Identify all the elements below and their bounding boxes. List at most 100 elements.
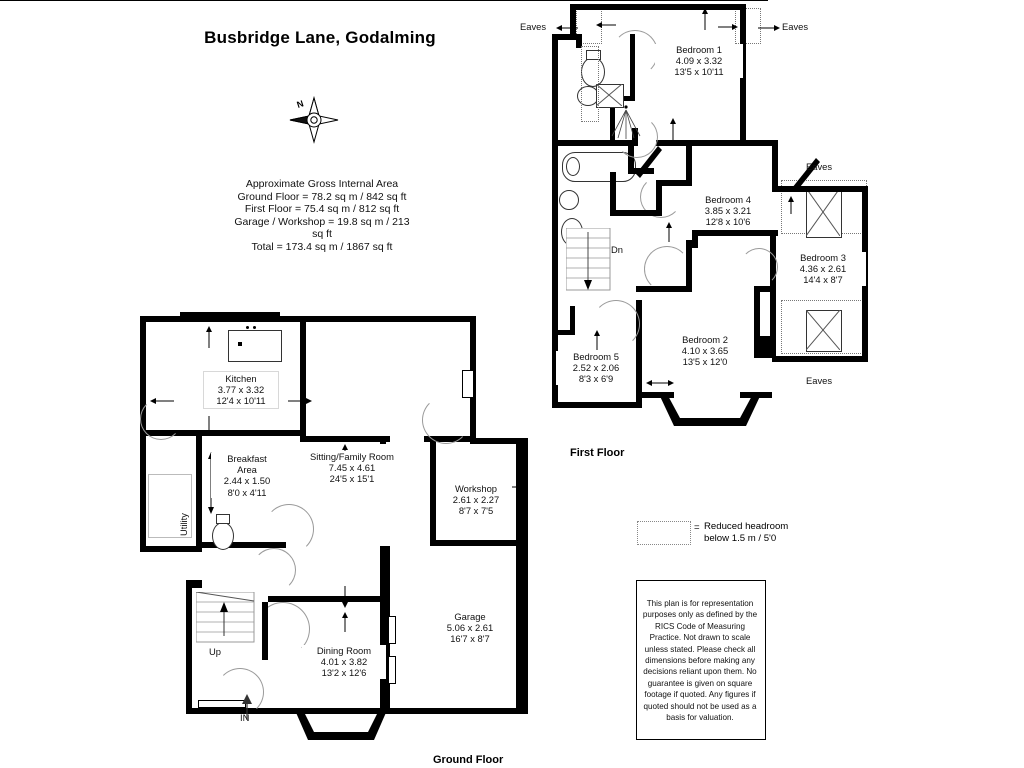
room-label-kitchen: Kitchen 3.77 x 3.32 12'4 x 10'11: [203, 371, 279, 409]
wall-ff-far-right-upper: [862, 186, 868, 236]
wall-kitchen-right: [300, 348, 306, 436]
dim-tick-ff-c: [718, 24, 738, 30]
page-title: Busbridge Lane, Godalming: [204, 28, 436, 47]
room-metric: 3.77 x 3.32: [217, 384, 265, 396]
wall-gf-top-left: [140, 316, 340, 322]
wall-ff-top: [570, 4, 746, 10]
dim-tick-gf-a: [150, 398, 174, 404]
garage-door-notch-2: [388, 656, 396, 684]
wall-diagonal-eaves-upper: [792, 158, 820, 192]
room-name: Kitchen: [225, 373, 257, 384]
door-swing-bed1: [616, 116, 658, 158]
wall-sitting-jamb: [380, 436, 386, 444]
ground-floor-title: Ground Floor: [433, 754, 504, 766]
stairs-down-ff: [566, 228, 611, 291]
room-imperial: 16'7 x 8'7: [450, 633, 490, 645]
room-label-utility: Utility: [178, 513, 189, 536]
entrance-arrow-icon: [242, 694, 252, 720]
door-swing-wc-gf: [252, 548, 296, 592]
dim-tick-ff-d: [670, 118, 676, 140]
window-sitting-right: [462, 370, 474, 398]
wall-workshop-left: [430, 442, 436, 546]
wall-gf-left-mid: [140, 436, 146, 550]
area-line-total: Total = 173.4 sq m / 1867 sq ft: [251, 240, 393, 253]
area-heading: Approximate Gross Internal Area: [245, 178, 399, 190]
room-name: Breakfast: [227, 453, 267, 464]
legend-equals-sign: =: [694, 522, 700, 533]
room-metric: 2.44 x 1.50: [223, 475, 271, 487]
area-line-garage: Garage / Workshop = 19.8 sq m / 213 sq f…: [234, 215, 410, 241]
room-name: Bedroom 3: [800, 252, 846, 263]
wall-workshop-top: [470, 438, 522, 444]
room-imperial: 8'3 x 6'9: [578, 373, 614, 385]
door-swing-kitchen: [140, 398, 182, 440]
wall-bed2-upper-stub: [692, 236, 698, 248]
wall-wc-top-stub: [576, 34, 582, 48]
wall-wc-top: [552, 34, 582, 40]
dim-tick-gf-d: [206, 416, 212, 436]
legend-text: Reduced headroom below 1.5 m / 5'0: [704, 521, 789, 544]
stairs-up-label: Up: [209, 646, 221, 657]
eaves-label-1: Eaves: [520, 21, 547, 32]
room-name: Bedroom 5: [573, 351, 619, 362]
wall-bed4-right: [772, 140, 778, 192]
wall-bed3-right-lower: [862, 296, 868, 362]
room-metric: 4.09 x 3.32: [675, 55, 723, 67]
kitchen-sink-drain: [238, 342, 242, 346]
room-name: Bedroom 2: [682, 334, 728, 345]
room-imperial: 13'2 x 12'6: [321, 667, 367, 679]
wall-bedroom1-right: [740, 34, 746, 144]
wall-hall-right: [262, 602, 268, 660]
room-label-bedroom-3: Bedroom 3 4.36 x 2.61 14'4 x 8'7: [780, 252, 866, 286]
garage-door-notch-1: [388, 616, 396, 644]
wall-utility-right: [196, 430, 202, 550]
dim-tick-gf-b: [288, 398, 312, 404]
toilet-ff-cistern: [586, 50, 601, 60]
eaves-arrow-2: [758, 25, 780, 31]
dim-tick-gf-c: [206, 326, 212, 348]
room-metric: 7.45 x 4.61: [328, 462, 376, 474]
wall-gf-bottom: [192, 708, 388, 714]
eaves-label-4: Eaves: [806, 375, 833, 386]
eaves-arrow-1: [556, 25, 578, 31]
room-name-cont: Area: [237, 464, 257, 476]
first-floor-plan: Dn Eaves Eaves Eaves Eaves: [520, 4, 868, 459]
wall-gf-top-right: [336, 316, 476, 322]
room-label-bedroom-1: Bedroom 1 4.09 x 3.32 13'5 x 10'11: [655, 44, 743, 78]
wall-bath-top-right: [656, 140, 688, 146]
door-swing-entrance: [216, 668, 264, 716]
compass-rose-icon: N: [288, 96, 340, 144]
room-name: Dining Room: [316, 645, 372, 656]
first-floor-title: First Floor: [570, 447, 625, 459]
wall-bed3-left: [770, 232, 776, 338]
bay-window-bed2: [658, 392, 762, 426]
wall-corridor-right: [656, 180, 662, 216]
eaves-label-3: Eaves: [806, 161, 833, 172]
eaves-box-upper-cross: [806, 188, 840, 236]
wall-utility-bottom: [140, 546, 202, 552]
wall-kitchen-right-upper: [300, 316, 306, 348]
wall-breakfast-bottom: [202, 542, 286, 548]
wall-garage-left: [380, 546, 390, 714]
wall-corridor-top: [656, 180, 690, 186]
dim-tick-ff-h: [646, 380, 674, 386]
ground-floor-rule: [0, 0, 768, 1]
room-label-dining-room: Dining Room 4.01 x 3.82 13'2 x 12'6: [302, 645, 386, 679]
wall-ff-top-left-stub: [570, 4, 576, 40]
kitchen-hob-dot-2: [253, 326, 256, 329]
room-name: Bedroom 4: [705, 194, 751, 205]
wall-bed5-right: [636, 300, 642, 408]
entrance-label: IN: [240, 712, 250, 723]
door-swing-bed2: [644, 246, 690, 292]
door-swing-bed5: [592, 300, 640, 348]
dim-tick-gf-i: [342, 612, 348, 632]
room-imperial: 8'0 x 4'11: [227, 486, 267, 498]
wall-bed4-left: [686, 140, 692, 186]
wall-gf-left-lower: [186, 586, 192, 714]
utility-unit: [148, 474, 192, 538]
dim-tick-ff-g: [594, 330, 600, 350]
room-label-bedroom-5: Bedroom 5 2.52 x 2.06 8'3 x 6'9: [556, 351, 636, 385]
toilet-gf: [212, 522, 234, 550]
door-swing-breakfast: [264, 504, 314, 554]
